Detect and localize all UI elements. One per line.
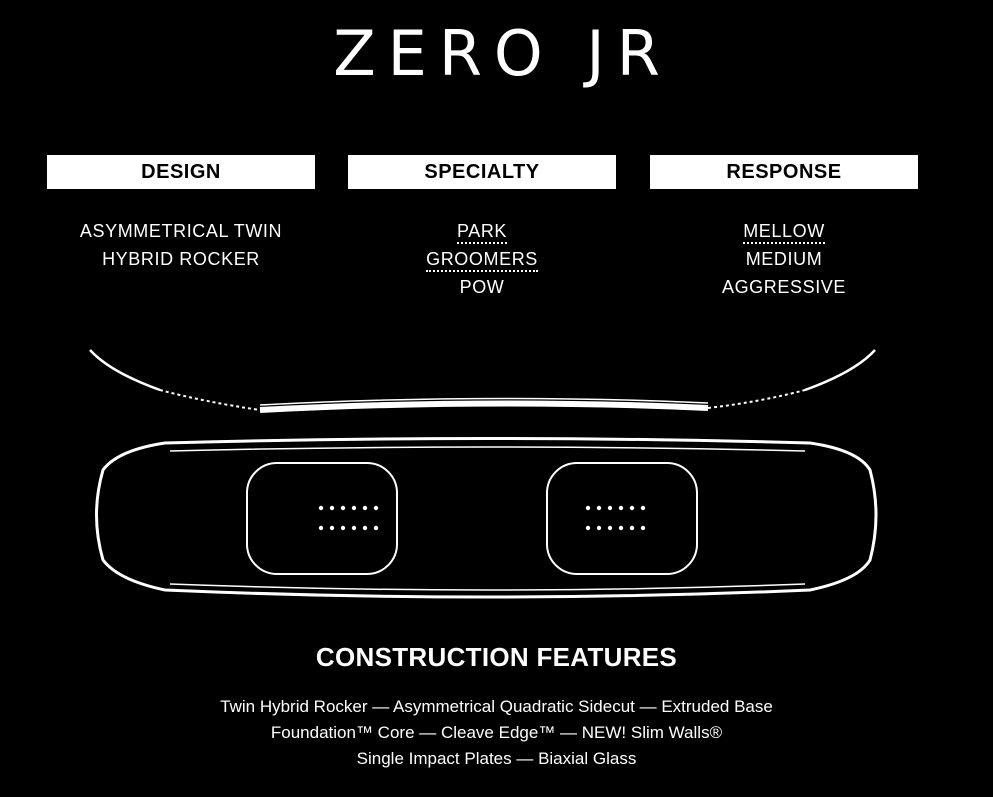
design-item: HYBRID ROCKER [102, 249, 260, 269]
insert-holes-left [318, 505, 379, 531]
design-header: DESIGN [47, 155, 315, 189]
response-item-medium: MEDIUM [745, 249, 823, 269]
response-item-aggressive: AGGRESSIVE [721, 277, 847, 297]
specialty-list: PARK GROOMERS POW [348, 217, 616, 301]
binding-plate-left [246, 462, 398, 575]
specialty-item-pow: POW [459, 277, 505, 297]
specialty-header: SPECIALTY [348, 155, 616, 189]
construction-line: Foundation™ Core — Cleave Edge™ — NEW! S… [270, 723, 723, 742]
construction-line: Single Impact Plates — Biaxial Glass [356, 749, 637, 768]
binding-plate-right [546, 462, 698, 575]
specialty-item-park: PARK [348, 217, 616, 245]
snowboard-graphic [89, 349, 878, 599]
response-header: RESPONSE [650, 155, 918, 189]
board-top-view [95, 437, 878, 599]
product-title: ZERO JR [333, 17, 672, 90]
design-item: ASYMMETRICAL TWIN [79, 221, 283, 241]
construction-features-title: CONSTRUCTION FEATURES [315, 642, 678, 672]
response-item-mellow: MELLOW [650, 217, 918, 245]
rocker-profile-diagram [89, 349, 876, 413]
construction-line: Twin Hybrid Rocker — Asymmetrical Quadra… [220, 697, 773, 716]
response-list: MELLOW MEDIUM AGGRESSIVE [650, 217, 918, 301]
design-list: ASYMMETRICAL TWIN HYBRID ROCKER [47, 217, 315, 273]
construction-features-list: Twin Hybrid Rocker — Asymmetrical Quadra… [0, 694, 993, 772]
insert-holes-right [585, 505, 646, 531]
specialty-item-groomers: GROOMERS [348, 245, 616, 273]
